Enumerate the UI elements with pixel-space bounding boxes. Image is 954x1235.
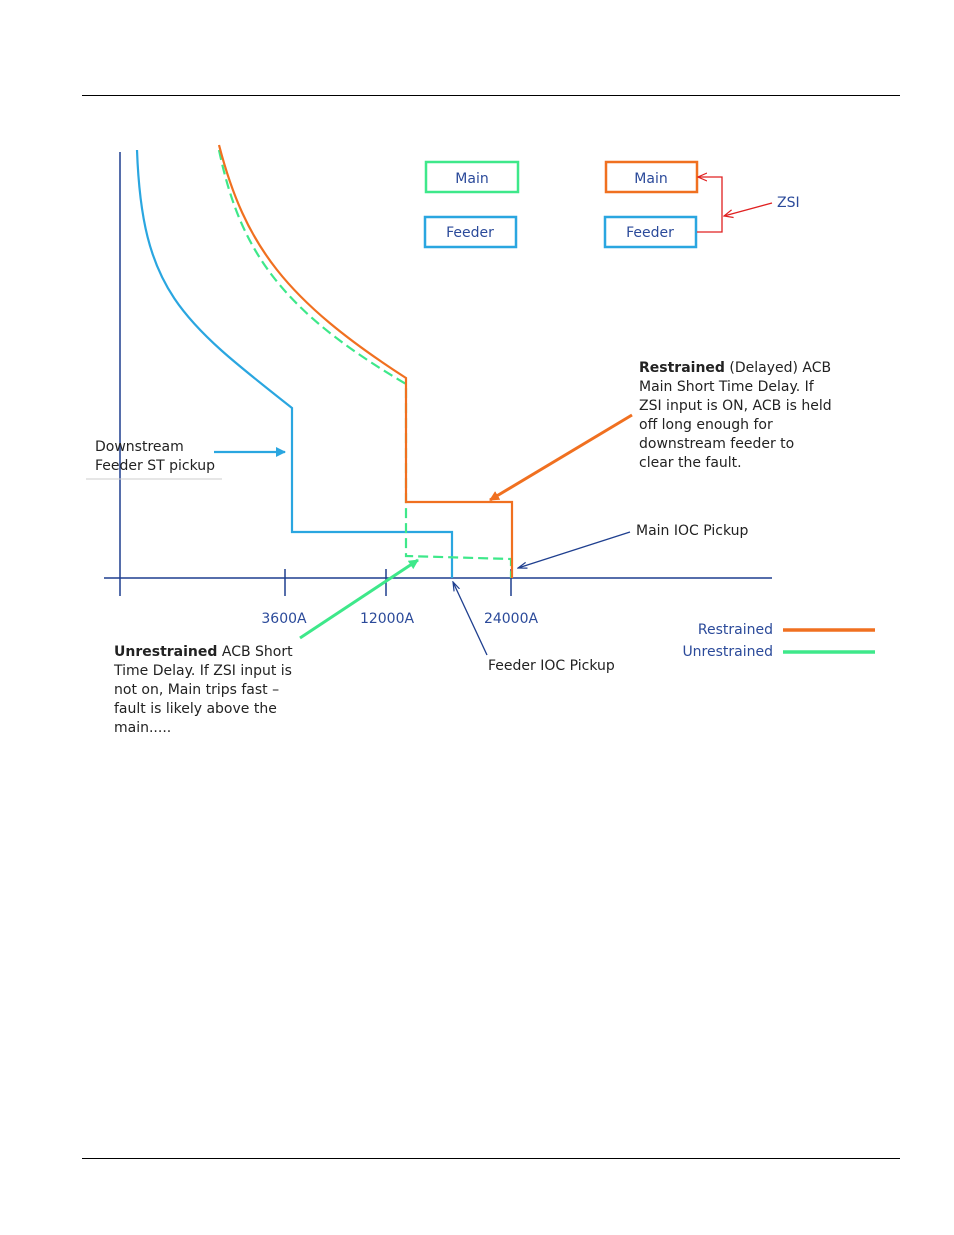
- unrestrained-main-label: Main: [455, 171, 488, 187]
- legend-restrained-label: Restrained: [698, 622, 773, 638]
- restrained-note-line6: clear the fault.: [639, 455, 742, 471]
- unrestrained-feeder-label: Feeder: [446, 225, 494, 241]
- header-rule: [82, 95, 900, 96]
- restrained-main-box: [604, 160, 699, 194]
- unrestrained-main-box: [424, 160, 520, 194]
- unrestrained-note-line5: main.....: [114, 720, 171, 736]
- footer-rule: [82, 1158, 900, 1159]
- zsi-arrow: [724, 202, 773, 216]
- restrained-feeder-box: [603, 215, 698, 249]
- tick-label-12000: 12000A: [360, 611, 415, 627]
- main-ioc-arrow: [518, 531, 631, 568]
- restrained-feeder-label: Feeder: [626, 225, 674, 241]
- unrestrained-note-line2: Time Delay. If ZSI input is: [113, 663, 292, 679]
- zsi-label: ZSI: [777, 195, 800, 211]
- restrained-arrow: [489, 413, 633, 502]
- feeder-curve: [135, 149, 454, 578]
- zsi-connector: [697, 177, 723, 233]
- restrained-main-curve: [217, 144, 514, 578]
- legend-unrestrained-label: Unrestrained: [682, 644, 773, 660]
- unrestrained-note-line1: Unrestrained ACB Short: [114, 644, 293, 660]
- unrestrained-note-line3: not on, Main trips fast –: [114, 682, 279, 698]
- restrained-note-line5: downstream feeder to: [639, 436, 794, 452]
- downstream-label-line1: Downstream: [95, 439, 184, 455]
- tick-label-24000: 24000A: [484, 611, 539, 627]
- restrained-note-line4: off long enough for: [639, 417, 773, 433]
- restrained-main-label: Main: [634, 171, 667, 187]
- restrained-note-line3: ZSI input is ON, ACB is held: [639, 398, 832, 414]
- unrestrained-note-line4: fault is likely above the: [114, 701, 277, 717]
- unrestrained-feeder-box: [423, 215, 518, 249]
- downstream-label-line2: Feeder ST pickup: [95, 458, 215, 474]
- restrained-note-line2: Main Short Time Delay. If: [639, 379, 815, 395]
- tick-label-3600: 3600A: [261, 611, 307, 627]
- unrestrained-arrow: [299, 558, 419, 640]
- restrained-note-line1: Restrained (Delayed) ACB: [639, 360, 831, 376]
- unrestrained-main-curve: [217, 149, 513, 578]
- feeder-ioc-arrow: [453, 582, 488, 656]
- feeder-ioc-label: Feeder IOC Pickup: [488, 658, 615, 674]
- main-ioc-label: Main IOC Pickup: [636, 523, 749, 539]
